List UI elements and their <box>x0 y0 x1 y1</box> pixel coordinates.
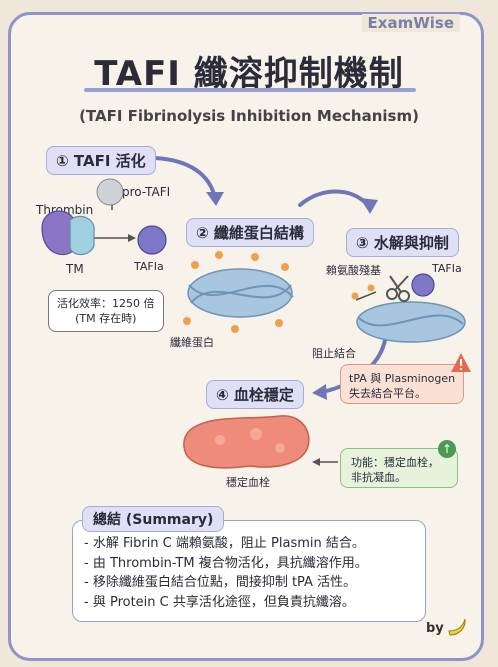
warning-box: tPA 與 Plasminogen 失去結合平台。 <box>340 364 464 404</box>
summary-box <box>72 520 426 622</box>
pro-tafi-label: pro-TAFI <box>122 185 171 199</box>
thrombin-tm-complex-icon <box>41 178 167 256</box>
summary-item: - 由 Thrombin-TM 複合物活化，具抗纖溶作用。 <box>84 555 368 571</box>
summary-item: - 與 Protein C 共享活化途徑，但負責抗纖溶。 <box>84 594 355 610</box>
summary-item: - 移除纖維蛋白結合位點，間接抑制 tPA 活性。 <box>84 575 357 590</box>
hydrolysis-fiber-icon <box>351 284 466 343</box>
tafia-label: TAFIa <box>134 260 164 273</box>
step1-tag: ① TAFI 活化 <box>46 146 156 175</box>
up-arrow-icon: ↑ <box>438 440 456 458</box>
lysine-residue-label: 賴氨酸殘基 <box>326 264 381 277</box>
warning-line-2: 失去結合平台。 <box>349 387 426 400</box>
blocked-binding-label: 阻止結合 <box>312 347 356 360</box>
step3-tag: ③ 水解與抑制 <box>346 228 459 257</box>
step4-tag: ④ 血栓穩定 <box>206 380 304 409</box>
activation-efficiency-note: 活化效率：1250 倍 (TM 存在時) <box>48 290 164 332</box>
summary-heading: 總結 (Summary) <box>82 506 225 532</box>
page-subtitle: (TAFI Fibrinolysis Inhibition Mechanism) <box>79 107 419 125</box>
summary-item: - 水解 Fibrin C 端賴氨酸，阻止 Plasmin 結合。 <box>84 536 365 551</box>
brand-logo: ExamWise <box>361 14 460 32</box>
summary-list: - 水解 Fibrin C 端賴氨酸，阻止 Plasmin 結合。 - 由 Th… <box>84 534 368 612</box>
banana-icon <box>448 618 466 636</box>
function-line-2: 非抗凝血。 <box>351 471 406 484</box>
fibrin-label: 纖維蛋白 <box>170 336 214 349</box>
tm-label: TM <box>66 262 84 276</box>
efficiency-line-2: (TM 存在時) <box>75 312 137 325</box>
stable-clot-icon <box>183 415 310 469</box>
page-title: TAFI 纖溶抑制機制 <box>94 54 404 94</box>
fibrin-fiber-bundle-icon <box>183 251 294 333</box>
scissors-icon <box>386 275 410 302</box>
warning-icon <box>451 353 471 372</box>
function-box: 功能：穩定血栓， 非抗凝血。 <box>340 448 458 488</box>
tafia-label-step3: TAFIa <box>432 262 462 275</box>
tafia-enzyme-icon <box>411 273 435 297</box>
step2-tag: ② 纖維蛋白結構 <box>186 218 314 247</box>
warning-line-1: tPA 與 Plasminogen <box>349 372 456 385</box>
function-line-1: 功能：穩定血栓， <box>351 456 439 469</box>
stable-clot-label: 穩定血栓 <box>226 476 270 489</box>
title-underline <box>84 88 416 92</box>
efficiency-line-1: 活化效率：1250 倍 <box>57 297 155 310</box>
byline: by <box>426 621 444 636</box>
